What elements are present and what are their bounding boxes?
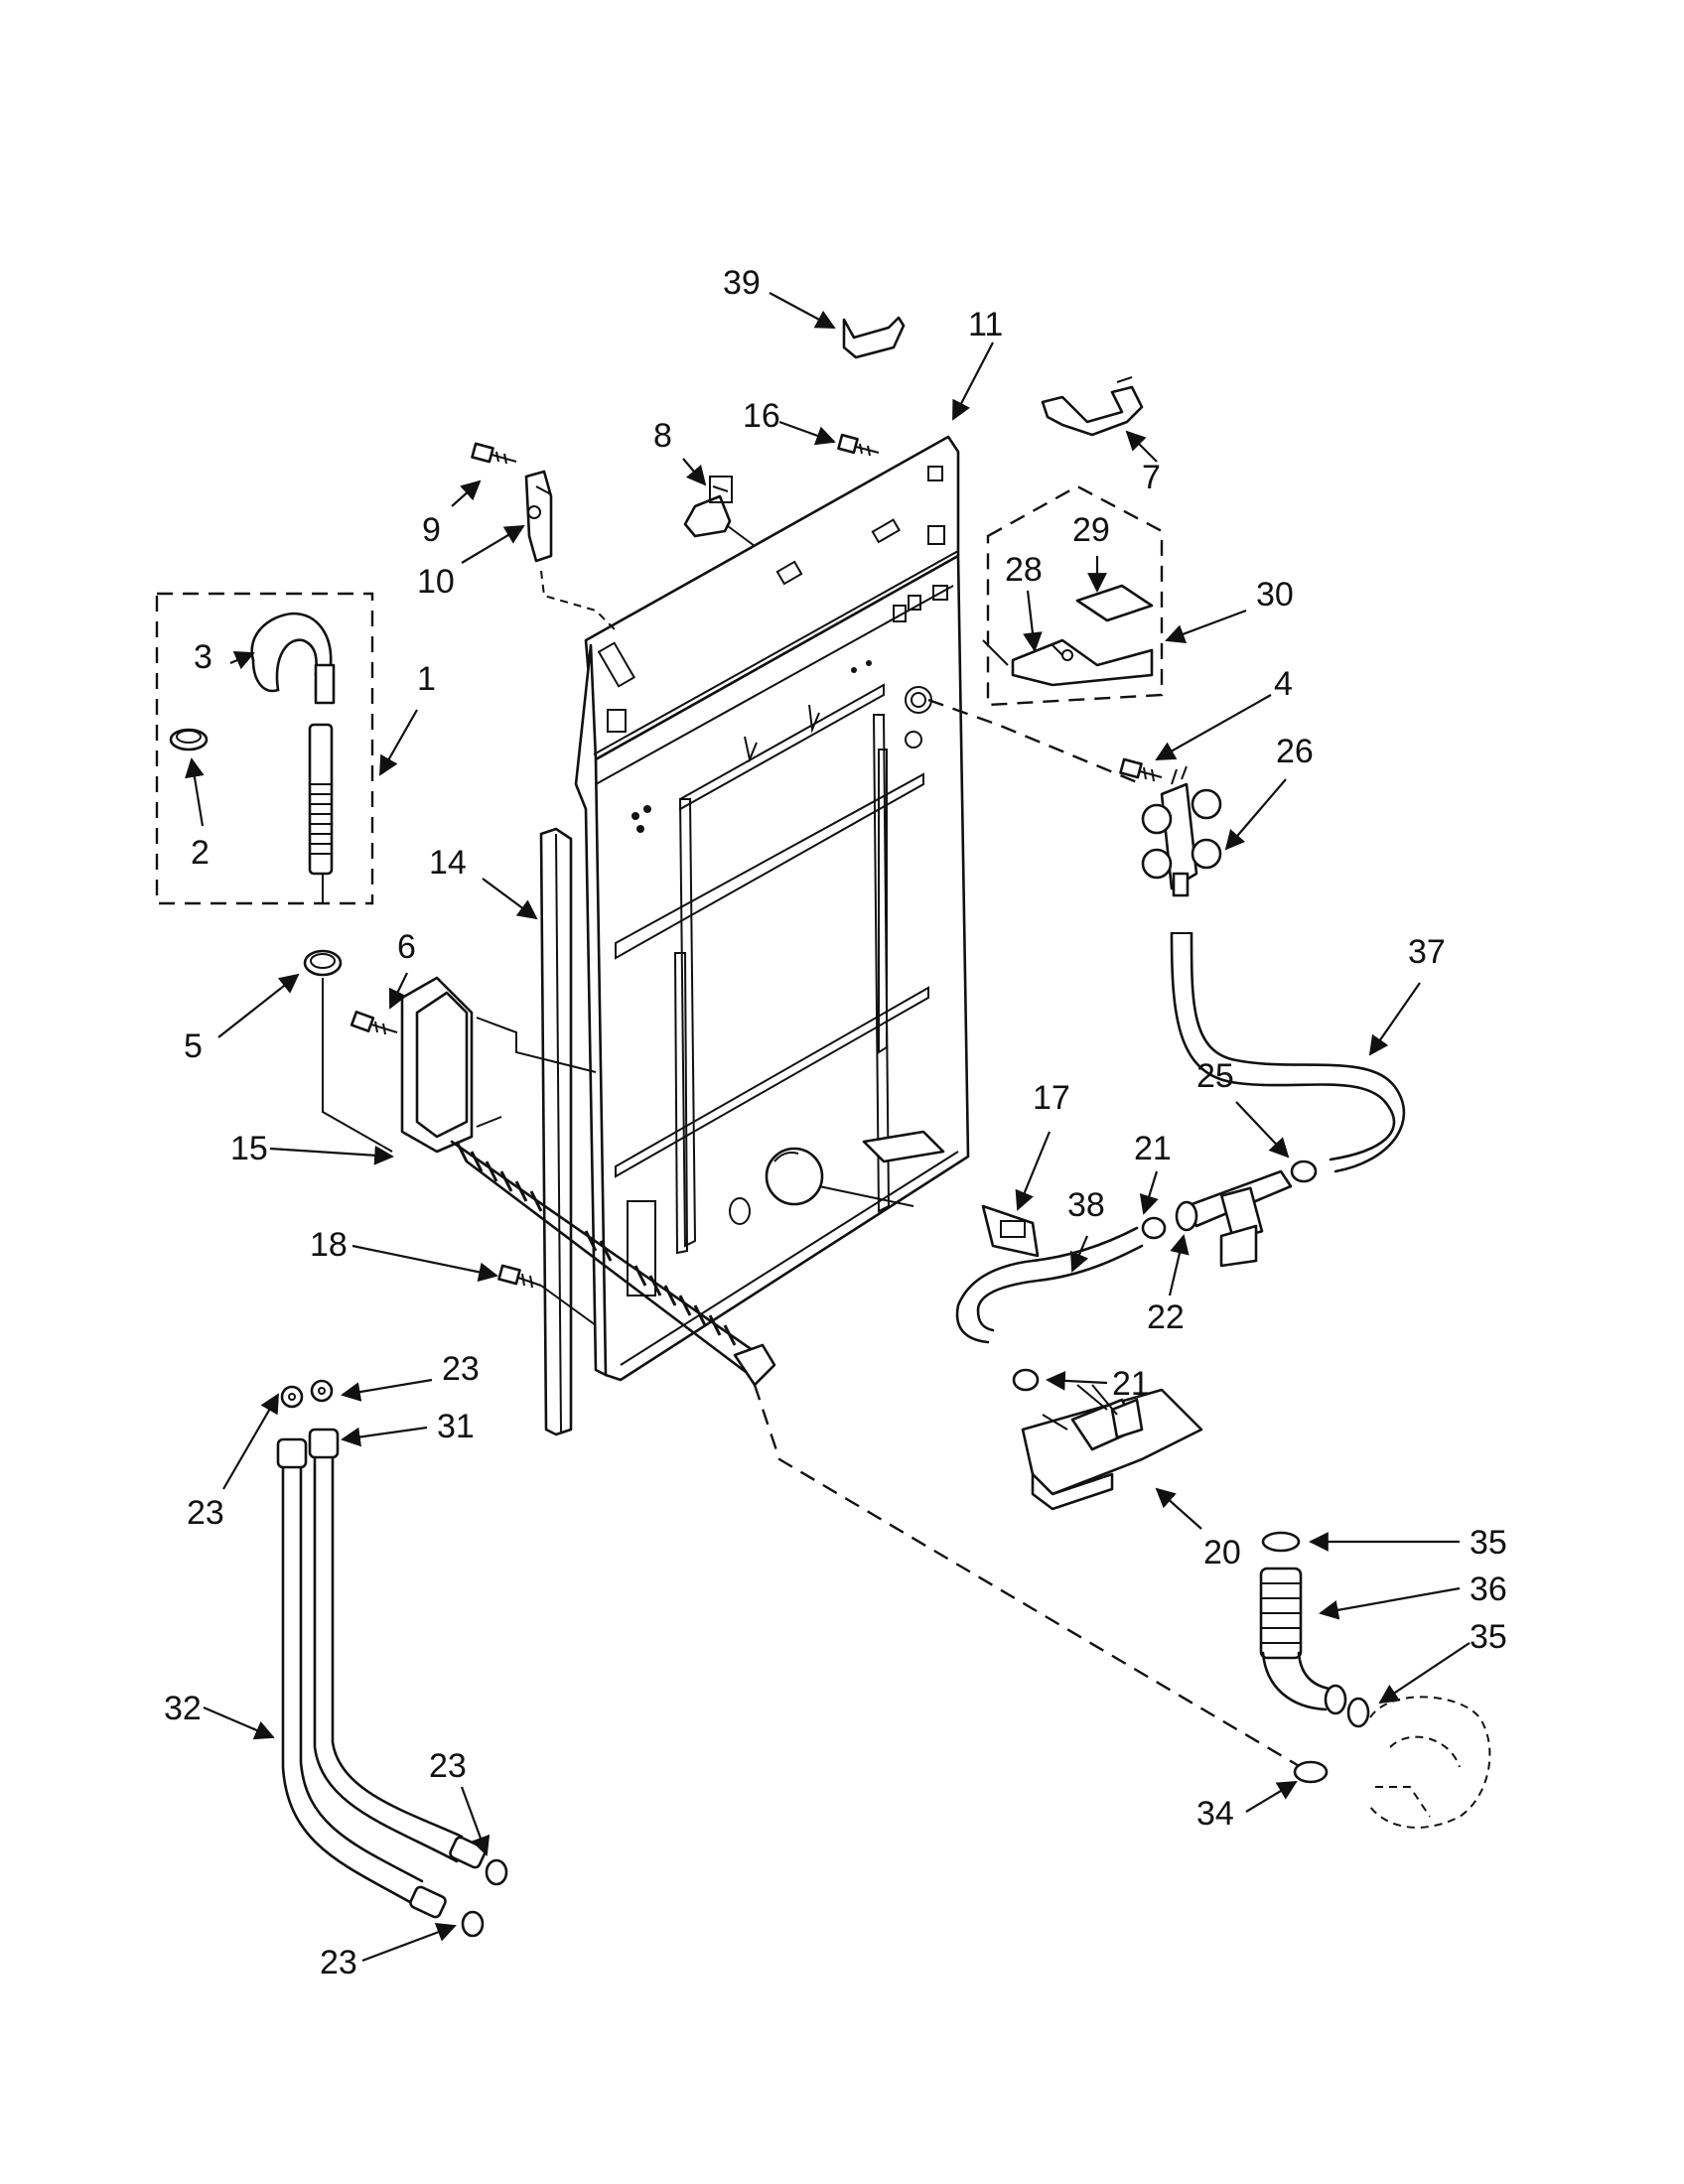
screw-6: [350, 1011, 398, 1035]
callout-25: 25: [1196, 1057, 1234, 1095]
water-valve-26: [1141, 765, 1222, 897]
bracket-7: [1041, 376, 1144, 437]
screw-4: [1119, 757, 1163, 782]
dispenser-20: [1021, 1384, 1203, 1511]
side-rail-14: [539, 827, 573, 1436]
clamp-21b: [1012, 1368, 1040, 1392]
callout-29: 29: [1072, 511, 1110, 549]
callout-18: 18: [310, 1226, 348, 1264]
clip-17: [981, 1204, 1040, 1258]
kit-1: [155, 592, 374, 905]
bracket-15: [400, 976, 597, 1154]
drain-hose: [450, 1140, 776, 1387]
callout-2: 2: [191, 834, 210, 872]
callout-37: 37: [1408, 933, 1446, 971]
clamp-25: [1290, 1160, 1318, 1183]
screw-9: [471, 442, 517, 465]
callout-32: 32: [164, 1690, 202, 1727]
callout-20: 20: [1203, 1534, 1241, 1571]
callout-9: 9: [422, 511, 441, 549]
callout-31: 31: [437, 1408, 475, 1445]
rear-panel: [574, 435, 970, 1382]
callout-22: 22: [1147, 1298, 1185, 1336]
callout-8: 8: [653, 417, 672, 455]
grommet: [765, 1147, 914, 1207]
callout-7: 7: [1142, 459, 1161, 496]
callout-21b: 21: [1112, 1365, 1150, 1403]
callout-labels: 39 11 16 8 7 9 10 29 28 30 3 1 2 4 26 14…: [164, 264, 1507, 1981]
callout-6: 6: [397, 928, 416, 966]
callout-1: 1: [417, 660, 436, 698]
callout-23c: 23: [429, 1747, 467, 1785]
callout-28: 28: [1005, 551, 1043, 589]
callout-35b: 35: [1470, 1618, 1507, 1656]
callout-17: 17: [1033, 1079, 1070, 1117]
hose-37: [1170, 931, 1406, 1173]
leader-lines: [185, 292, 1471, 1963]
bracket-8: [683, 476, 756, 547]
clamp-5: [303, 949, 343, 977]
callout-3: 3: [194, 638, 212, 676]
callout-10: 10: [417, 563, 455, 601]
callout-36: 36: [1470, 1570, 1507, 1608]
callout-4: 4: [1274, 665, 1293, 703]
callout-38: 38: [1067, 1186, 1105, 1224]
callout-14: 14: [429, 844, 467, 882]
screw-16: [837, 433, 880, 457]
callout-34: 34: [1196, 1795, 1234, 1833]
clip-39: [842, 316, 906, 359]
callout-11: 11: [968, 306, 1003, 343]
callout-15: 15: [230, 1130, 268, 1167]
callout-23b: 23: [187, 1494, 224, 1532]
pump-outline: [1293, 1696, 1491, 1829]
callout-39: 39: [723, 264, 761, 302]
kit-30: [982, 484, 1164, 707]
callout-5: 5: [184, 1027, 203, 1065]
inlet-hoses-32: [276, 1379, 508, 1938]
callout-35a: 35: [1470, 1524, 1507, 1562]
hose-38: [955, 1226, 1144, 1344]
callout-30: 30: [1256, 576, 1294, 614]
callout-21a: 21: [1134, 1130, 1172, 1167]
pump-hose-36: [1259, 1531, 1370, 1728]
callout-26: 26: [1276, 733, 1314, 770]
bracket-10: [524, 470, 617, 631]
callout-23a: 23: [442, 1350, 480, 1388]
callout-16: 16: [743, 397, 780, 435]
screw-18: [497, 1264, 597, 1326]
callout-23d: 23: [320, 1944, 357, 1981]
fitting-22: [1175, 1169, 1293, 1268]
clamp-21a: [1141, 1216, 1167, 1240]
